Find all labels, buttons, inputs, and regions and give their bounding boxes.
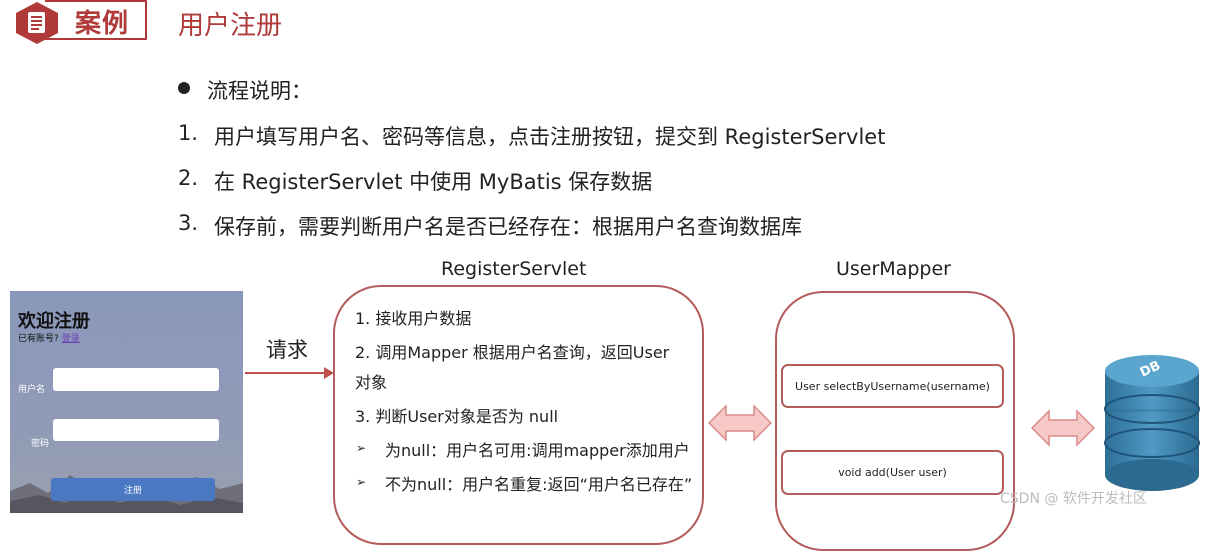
document-icon bbox=[28, 12, 45, 33]
mapper-box bbox=[775, 291, 1015, 551]
servlet-branch-null: 为null：用户名可用:调用mapper添加用户 bbox=[385, 441, 690, 460]
process-step-3-text: 保存前，需要判断用户名是否已经存在：根据用户名查询数据库 bbox=[214, 215, 802, 239]
login-title: 欢迎注册 bbox=[18, 311, 90, 332]
login-link[interactable]: 登录 bbox=[61, 334, 80, 344]
double-arrow-icon bbox=[708, 404, 772, 442]
bullet-icon bbox=[178, 82, 190, 94]
username-label: 用户名 bbox=[18, 385, 46, 395]
case-badge-hexagon bbox=[16, 2, 58, 44]
process-step-3-number: 3. bbox=[178, 211, 199, 235]
mapper-method-select: User selectByUsername(username) bbox=[781, 364, 1004, 408]
branch-arrow-icon: ➢ bbox=[356, 475, 367, 489]
password-label: 密码 bbox=[31, 439, 50, 449]
double-arrow-icon bbox=[1031, 409, 1095, 447]
watermark: CSDN @ 软件开发社区 bbox=[1000, 491, 1147, 507]
request-arrow-head bbox=[324, 367, 334, 379]
login-hint-text: 已有账号? bbox=[18, 334, 59, 344]
request-label: 请求 bbox=[266, 338, 308, 362]
register-button[interactable]: 注册 bbox=[51, 478, 215, 501]
servlet-step-3: 3. 判断User对象是否为 null bbox=[355, 407, 559, 426]
process-step-1-text: 用户填写用户名、密码等信息，点击注册按钮，提交到 RegisterServlet bbox=[214, 125, 886, 149]
process-heading: 流程说明： bbox=[207, 79, 312, 103]
case-badge-label: 案例 bbox=[75, 9, 130, 39]
case-badge-frame bbox=[45, 0, 147, 40]
servlet-branch-not-null: 不为null：用户名重复:返回“用户名已存在” bbox=[385, 475, 693, 494]
servlet-step-2-cont: 对象 bbox=[355, 373, 388, 392]
process-step-2-number: 2. bbox=[178, 166, 199, 190]
process-step-2-text: 在 RegisterServlet 中使用 MyBatis 保存数据 bbox=[214, 170, 653, 194]
login-hint: 已有账号?登录 bbox=[18, 331, 80, 344]
registration-form-screenshot: 欢迎注册 已有账号?登录 用户名 密码 注册 bbox=[10, 291, 243, 513]
branch-arrow-icon: ➢ bbox=[356, 441, 367, 455]
servlet-step-2: 2. 调用Mapper 根据用户名查询，返回User bbox=[355, 343, 670, 362]
servlet-title: RegisterServlet bbox=[441, 258, 587, 280]
password-input[interactable] bbox=[53, 419, 219, 441]
database-icon bbox=[1104, 355, 1200, 491]
mapper-title: UserMapper bbox=[836, 258, 951, 280]
request-arrow-line bbox=[245, 372, 327, 374]
servlet-step-1: 1. 接收用户数据 bbox=[355, 309, 472, 328]
process-step-1-number: 1. bbox=[178, 121, 199, 145]
mapper-method-add: void add(User user) bbox=[781, 450, 1004, 495]
username-input[interactable] bbox=[53, 368, 219, 391]
page-title: 用户注册 bbox=[178, 11, 283, 41]
